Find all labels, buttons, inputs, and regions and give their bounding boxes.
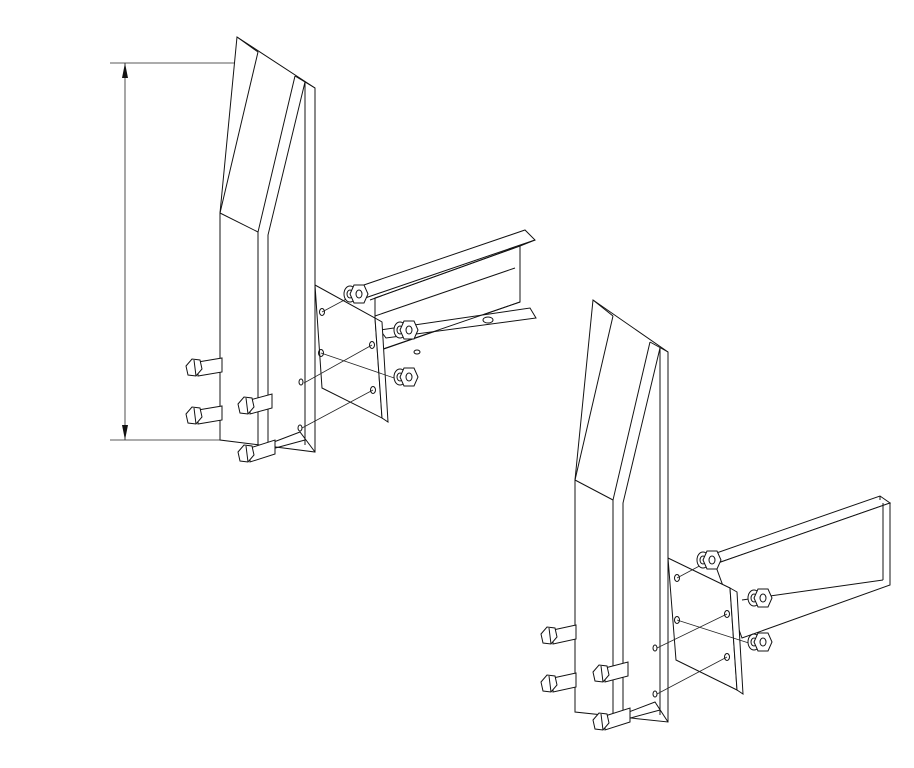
bolt-axis-lines (657, 563, 755, 694)
plate-edge (375, 318, 388, 422)
hex-nut-icon (754, 633, 772, 651)
bolt-head-icon (238, 397, 254, 414)
hex-bolt (186, 406, 222, 424)
nut-washer (344, 285, 368, 303)
channel-hole (483, 317, 493, 323)
mounting-plate (668, 558, 743, 694)
nut-washer (394, 368, 418, 386)
nut-washer (394, 321, 418, 339)
hex-bolt (238, 440, 275, 462)
bolt-head-icon (593, 713, 609, 730)
nut-washer (748, 633, 772, 651)
dimension-arrow-bottom (122, 425, 128, 440)
post-body (575, 300, 668, 722)
plate-edge (730, 588, 743, 694)
plate-face (315, 285, 382, 418)
hex-nut-icon (754, 589, 772, 607)
hex-bolt (541, 625, 576, 644)
mounting-plate (315, 285, 388, 422)
nut-washer (748, 589, 772, 607)
bolt-head-icon (186, 359, 202, 376)
bolt-head-icon (541, 627, 557, 644)
hex-bolt (186, 358, 222, 376)
hex-bolt (593, 708, 630, 730)
hex-bolt (593, 662, 628, 682)
bolt-head-icon (186, 407, 202, 424)
nut-washer (697, 551, 721, 569)
hex-bolt (541, 673, 576, 692)
vertical-post (220, 37, 315, 452)
bolt-head-icon (238, 445, 254, 462)
hex-bolt (238, 394, 272, 414)
hex-nut-icon (703, 551, 721, 569)
hex-nut-icon (400, 368, 418, 386)
vertical-post (575, 300, 668, 722)
channel-hole (414, 350, 420, 354)
dimension-arrow-top (122, 63, 128, 78)
bolt-head-icon (541, 675, 557, 692)
hex-nut-icon (400, 321, 418, 339)
assembly-right (541, 300, 890, 730)
hex-nut-icon (350, 285, 368, 303)
assembly-left (186, 37, 536, 462)
height-dimension (110, 63, 258, 440)
bolt-head-icon (593, 665, 609, 682)
